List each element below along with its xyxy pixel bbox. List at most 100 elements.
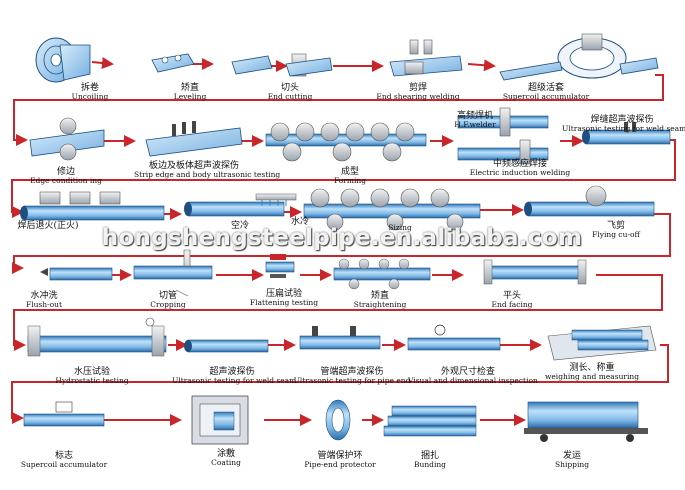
ut-pipe-end-icon xyxy=(299,326,381,350)
step-label-zh: 切管 xyxy=(158,291,177,301)
water-cooling-icon xyxy=(255,193,297,206)
step-label-en: H.F.welder xyxy=(454,120,496,130)
watermark: hongshengsteelpipe.en.alibaba.com xyxy=(101,225,583,251)
flow-arrow xyxy=(467,59,496,72)
step-label-en: Straightening xyxy=(353,300,407,310)
welder-icon xyxy=(457,107,549,165)
hydrostatic-icon xyxy=(27,317,167,357)
step-label-en: Supercoil accumulator xyxy=(20,460,108,470)
flattening-icon xyxy=(265,254,295,278)
step-label-en: Leveling xyxy=(173,92,207,102)
flow-arrow xyxy=(13,274,663,351)
step-label-zh: 焊缝超声波探伤 xyxy=(590,115,654,125)
step-label-en: Flush-out xyxy=(25,300,62,310)
step-label-zh: 矫直 xyxy=(370,291,389,301)
step-label-zh: 板边及板体超声波探伤 xyxy=(148,161,239,171)
weld-icon xyxy=(389,39,463,77)
step-label-zh: 捆扎 xyxy=(420,451,439,461)
step-label-zh: 水冲洗 xyxy=(30,291,58,301)
step-label-en: Hydrostatic testing xyxy=(55,376,129,386)
step-caption: 焊后退火(正火) xyxy=(0,221,108,231)
step-caption: Sizing xyxy=(340,224,460,232)
strip-icon xyxy=(151,53,195,73)
step-label-en: weighing and measuring xyxy=(544,372,640,382)
inspection-icon xyxy=(407,324,501,351)
flow-arrow xyxy=(13,74,664,146)
step-label-zh: 切头 xyxy=(280,83,299,93)
flow-arrow xyxy=(11,344,669,424)
flow-arrow xyxy=(11,139,676,218)
step-label-zh: 压扁试验 xyxy=(265,289,302,299)
step-label-en: Strip edge and body ultrasonic testing xyxy=(134,170,281,180)
step-label-zh: 水冷 xyxy=(290,217,309,227)
step-label-en: Supercoil accumulator xyxy=(502,92,590,102)
flow-arrows xyxy=(11,57,676,426)
step-label-zh: 平头 xyxy=(502,291,521,301)
coating-icon xyxy=(191,395,249,445)
step-label-en: Flattening testing xyxy=(249,298,319,308)
flying-cutoff-icon xyxy=(524,185,655,217)
step-label-zh: 管端超声波探伤 xyxy=(320,367,384,377)
step-label-zh: 水压试验 xyxy=(73,367,110,377)
annealing-icon xyxy=(20,191,165,221)
step-label-zh: 中频感应焊接 xyxy=(492,159,547,169)
step-label-zh: 测长、称重 xyxy=(569,363,615,373)
step-label-zh: 飞剪 xyxy=(606,221,625,231)
forming-rollers-icon xyxy=(265,122,427,162)
step-label-en: Flying cu-off xyxy=(592,230,640,240)
cutter-icon xyxy=(231,53,333,77)
step-label-en: End facing xyxy=(491,300,533,310)
step-label-en: Electric induction welding xyxy=(469,168,571,178)
step-label-en: Pipe-end protector xyxy=(304,460,376,470)
air-cooling-icon xyxy=(184,201,285,217)
step-label-en: Cropping xyxy=(150,300,186,310)
step-label-zh: 拆卷 xyxy=(80,83,99,93)
step-caption: 水冷 xyxy=(240,217,360,227)
seam-ut-icon xyxy=(582,122,671,145)
bundling-icon xyxy=(383,405,477,437)
step-label-en: Uncoiling xyxy=(71,92,109,102)
step-label-en: Coating xyxy=(211,458,241,468)
step-label-en: Ultrasonic testing for pipe end xyxy=(293,376,411,386)
weighing-icon xyxy=(547,325,657,361)
shipping-icon xyxy=(524,401,648,442)
step-label-zh: 剪焊 xyxy=(408,83,427,93)
flush-icon xyxy=(40,267,113,281)
step-label-zh: 焊后退火(正火) xyxy=(17,221,79,231)
flow-arrow xyxy=(12,213,671,274)
flow-arrow xyxy=(91,57,114,69)
ut-weld-icon xyxy=(184,339,269,353)
step-label-zh: 矫直 xyxy=(180,83,199,93)
step-label-en: Sizing xyxy=(388,223,412,232)
step-label-en: Ultrasonic testing for weld seam xyxy=(172,376,297,386)
step-label-zh: 超声波探伤 xyxy=(209,367,255,377)
step-label-en: Bunding xyxy=(413,460,446,470)
step-label-en: End shearing welding xyxy=(376,92,460,102)
straightening-icon xyxy=(333,258,431,290)
step-label-zh: 空冷 xyxy=(230,221,249,231)
edge-roller-icon xyxy=(29,117,105,161)
step-caption: 空冷 xyxy=(180,221,300,231)
step-label-zh: 标志 xyxy=(54,451,73,461)
step-label-zh: 涂敷 xyxy=(216,449,235,459)
coil-icon xyxy=(35,37,91,83)
